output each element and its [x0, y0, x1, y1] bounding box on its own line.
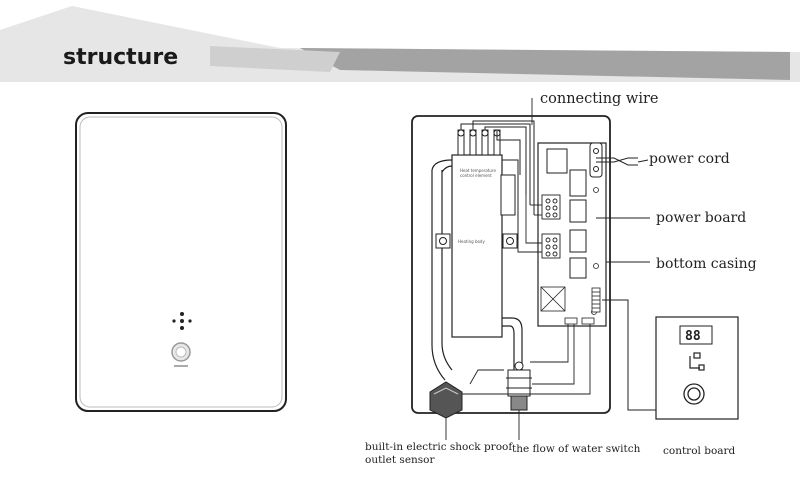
terminal-blocks — [541, 194, 561, 259]
control-cable — [602, 299, 656, 411]
outlet-pipe — [502, 317, 523, 370]
leader-power-cord — [637, 159, 649, 163]
page-title: structure — [63, 45, 178, 70]
label-sensor-1: built-in electric shock proof — [365, 441, 513, 453]
label-power-board: power board — [656, 210, 746, 226]
control-display — [679, 325, 713, 345]
heat-temp-label-2: control element — [460, 173, 492, 178]
sensor-wires — [462, 324, 591, 395]
label-connecting-wire: connecting wire — [540, 91, 659, 107]
header-banner: structure — [0, 6, 800, 82]
leader-lines — [445, 98, 650, 440]
board-wires — [517, 195, 542, 253]
front-panel — [75, 112, 287, 412]
dots-icon — [172, 312, 192, 330]
flow-symbol-icon — [689, 352, 705, 371]
control-board: 88 — [602, 299, 739, 420]
flow-switch — [506, 361, 532, 411]
control-display-digits: 88 — [685, 329, 701, 344]
interior-diagram: Heat temperature control element Heating… — [411, 115, 638, 419]
heat-temp-label-1: Heat temperature — [460, 168, 496, 173]
front-panel-inner — [79, 116, 283, 408]
callout-labels: connecting wire power cord power board b… — [365, 91, 757, 466]
power-cord-entry — [589, 142, 638, 178]
label-flow-switch: the flow of water switch — [512, 443, 641, 455]
temperature-sensor — [500, 174, 516, 216]
board-components — [540, 187, 601, 325]
front-panel-outer — [75, 112, 287, 412]
label-sensor-2: outlet sensor — [365, 454, 436, 466]
relays — [569, 169, 587, 279]
label-power-cord: power cord — [649, 151, 730, 167]
inlet-pipe — [431, 159, 453, 381]
banner-dark-band — [300, 48, 790, 80]
banner-mid-band — [210, 46, 340, 72]
label-bottom-casing: bottom casing — [656, 256, 757, 272]
shock-proof-sensor — [429, 381, 463, 419]
knob-icon — [171, 342, 191, 367]
connecting-wires — [460, 120, 535, 240]
knob-icon — [683, 383, 705, 405]
power-board-transformer — [546, 148, 568, 174]
label-control-board: control board — [663, 445, 736, 457]
heating-body-label: Heating body — [458, 239, 485, 244]
heating-body — [451, 154, 503, 338]
mounting-screws — [435, 233, 518, 249]
